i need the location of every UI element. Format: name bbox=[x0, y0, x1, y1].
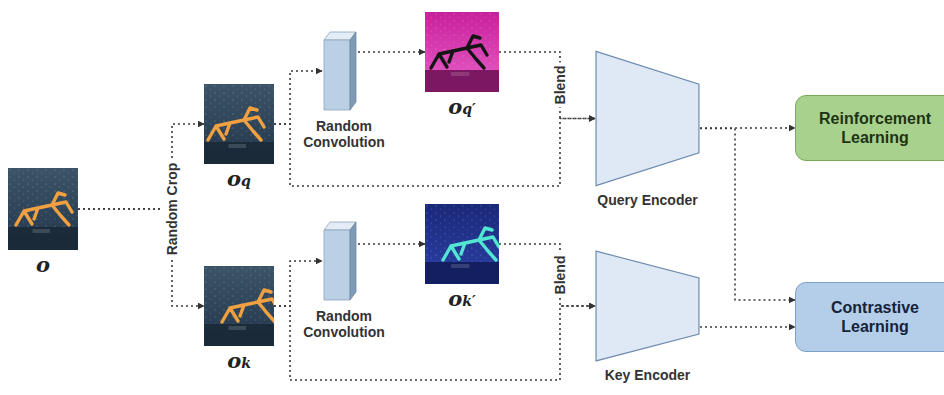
observation-image bbox=[8, 168, 78, 250]
dotted-connector bbox=[358, 51, 425, 53]
image-label: ok bbox=[227, 350, 251, 371]
contrastive-box: Contrastive Learning bbox=[795, 282, 944, 352]
edge-label: Random Crop bbox=[163, 160, 181, 259]
query-encoder: Query Encoder bbox=[595, 50, 700, 187]
random-conv-layer bbox=[322, 30, 358, 112]
image-label: o bbox=[36, 254, 50, 275]
image-label: ok′ bbox=[448, 288, 475, 309]
augmented-key-image bbox=[425, 204, 499, 284]
key-encoder-shape bbox=[595, 250, 700, 362]
box-label: Reinforcement Learning bbox=[810, 109, 940, 147]
key-crop-image bbox=[204, 266, 274, 346]
query-crop-image: oq bbox=[204, 84, 274, 164]
observation-image: o bbox=[8, 168, 78, 250]
dotted-connector bbox=[700, 129, 795, 301]
augmented-key-image: ok′ bbox=[425, 204, 499, 284]
dotted-connector bbox=[78, 209, 204, 306]
dotted-connector bbox=[499, 52, 595, 119]
random-conv-layer: Random Convolution bbox=[322, 220, 358, 302]
edge-label: Blend bbox=[551, 253, 569, 298]
box-label: Contrastive Learning bbox=[810, 298, 940, 336]
encoder-label: Query Encoder bbox=[597, 192, 697, 208]
dotted-connector bbox=[700, 127, 795, 129]
encoder-label: Key Encoder bbox=[605, 367, 691, 383]
augmented-query-image: oq′ bbox=[425, 12, 499, 92]
dotted-connector bbox=[358, 243, 425, 245]
key-encoder: Key Encoder bbox=[595, 250, 700, 362]
layer-label: Random Convolution bbox=[294, 118, 394, 150]
edge-label: Blend bbox=[551, 63, 569, 108]
augmented-query-image bbox=[425, 12, 499, 92]
dotted-connector bbox=[499, 244, 595, 306]
query-crop-image bbox=[204, 84, 274, 164]
image-label: oq′ bbox=[448, 96, 476, 117]
random-conv-layer: Random Convolution bbox=[322, 30, 358, 112]
dotted-connector bbox=[78, 124, 204, 209]
rl-box: Reinforcement Learning bbox=[795, 95, 944, 161]
layer-label: Random Convolution bbox=[294, 308, 394, 340]
image-label: oq bbox=[227, 168, 251, 189]
dotted-connector bbox=[274, 71, 322, 124]
dotted-connector bbox=[274, 261, 322, 306]
key-crop-image: ok bbox=[204, 266, 274, 346]
dotted-connector bbox=[700, 326, 795, 328]
dotted-connector bbox=[274, 119, 595, 187]
dotted-connector bbox=[274, 306, 595, 380]
query-encoder-shape bbox=[595, 50, 700, 187]
random-conv-layer bbox=[322, 220, 358, 302]
